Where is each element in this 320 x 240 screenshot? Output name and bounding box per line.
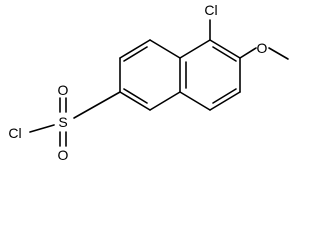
atom-cl-sulfonyl: Cl — [8, 125, 21, 141]
bond-c8-c8a-inner — [212, 88, 237, 104]
bond-c4-c3 — [119, 39, 151, 59]
bond-c4a-c4 — [149, 39, 181, 59]
atom-cl-top: Cl — [204, 2, 217, 18]
atom-s-sulfonyl: S — [58, 114, 67, 130]
bond-c6-c7 — [209, 39, 241, 59]
bond-methyl — [268, 47, 289, 60]
structure-diagram: Cl O S O O Cl — [8, 2, 289, 163]
left-ring — [119, 39, 181, 111]
bond-to-sulfur — [73, 91, 121, 119]
bond-c4-c3-inner — [123, 46, 148, 62]
bond-s-cl — [29, 124, 55, 133]
bond-c2-c1 — [119, 91, 151, 111]
bond-c5-c6 — [179, 39, 211, 59]
bond-c2-c1-inner — [123, 88, 148, 104]
bond-c8a-c4a — [179, 91, 211, 111]
right-ring — [179, 39, 241, 111]
atom-o-methoxy: O — [257, 40, 268, 56]
atom-o-sulfonyl-down: O — [58, 147, 69, 163]
bond-c8-c8a — [209, 91, 241, 111]
molecule-canvas: Cl O S O O Cl — [8, 2, 289, 163]
bond-c6-c7-inner — [212, 46, 237, 62]
bond-c1-c8a — [149, 91, 181, 111]
atom-o-sulfonyl-up: O — [58, 82, 69, 98]
bond-to-o-methoxy — [239, 47, 257, 59]
